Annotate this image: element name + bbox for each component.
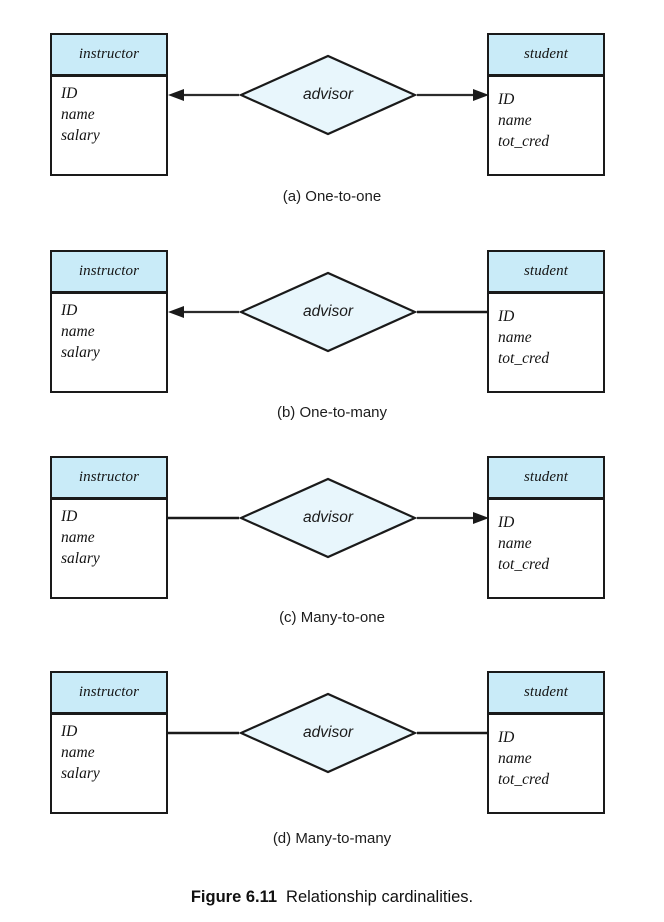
- diagram-many-to-many: instructor ID name salary student ID nam…: [0, 671, 664, 846]
- entity-attribute-list: ID name salary: [52, 715, 166, 784]
- diagram-many-to-one: instructor ID name salary student ID nam…: [0, 456, 664, 631]
- figure-caption-text: Relationship cardinalities.: [286, 888, 474, 906]
- entity-attribute: name: [498, 750, 532, 767]
- figure-caption: Figure 6.11 Relationship cardinalities.: [0, 888, 664, 907]
- entity-attribute-list: ID name salary: [52, 77, 166, 146]
- entity-attribute: ID: [61, 508, 78, 525]
- diagram-caption-c: (c) Many-to-one: [279, 609, 385, 626]
- diagram-caption-b: (b) One-to-many: [276, 404, 388, 421]
- entity-attribute-list: ID name salary: [52, 500, 166, 569]
- entity-attribute: ID: [498, 91, 515, 108]
- entity-attribute: salary: [61, 127, 100, 144]
- entity-title: instructor: [78, 46, 140, 62]
- entity-header-instructor: instructor: [52, 458, 166, 500]
- entity-attribute: ID: [61, 85, 78, 102]
- entity-attribute: tot_cred: [498, 771, 550, 788]
- arrowhead-left-icon: [168, 89, 184, 101]
- entity-attribute: name: [61, 744, 95, 761]
- arrowhead-left-icon: [168, 306, 184, 318]
- figure-number: Figure 6.11: [190, 888, 278, 906]
- entity-attribute: tot_cred: [498, 350, 550, 367]
- entity-attribute-list: ID name tot_cred: [489, 500, 603, 575]
- entity-attribute: tot_cred: [498, 133, 550, 150]
- entity-attribute: ID: [498, 308, 515, 325]
- entity-title: instructor: [78, 684, 140, 700]
- diagram-one-to-one: instructor ID name salary student ID nam…: [0, 33, 664, 208]
- entity-box-student: student ID name tot_cred: [487, 250, 605, 393]
- entity-attribute: salary: [61, 550, 100, 567]
- relationship-diamond-advisor: advisor: [239, 54, 417, 136]
- entity-title: instructor: [78, 263, 140, 279]
- entity-attribute: ID: [61, 302, 78, 319]
- entity-attribute-list: ID name tot_cred: [489, 294, 603, 369]
- entity-box-instructor: instructor ID name salary: [50, 456, 168, 599]
- diagram-caption-d: (d) Many-to-many: [272, 830, 392, 847]
- relationship-diamond-advisor: advisor: [239, 692, 417, 774]
- relationship-diamond-advisor: advisor: [239, 271, 417, 353]
- entity-title: student: [523, 684, 569, 700]
- relationship-diamond-advisor: advisor: [239, 477, 417, 559]
- entity-title: student: [523, 263, 569, 279]
- entity-header-student: student: [489, 252, 603, 294]
- diagram-caption-a: (a) One-to-one: [282, 188, 382, 205]
- entity-attribute: salary: [61, 344, 100, 361]
- entity-attribute: name: [498, 329, 532, 346]
- entity-header-student: student: [489, 458, 603, 500]
- entity-attribute: ID: [498, 729, 515, 746]
- entity-header-instructor: instructor: [52, 252, 166, 294]
- entity-attribute: ID: [498, 514, 515, 531]
- entity-box-student: student ID name tot_cred: [487, 671, 605, 814]
- entity-attribute: name: [498, 535, 532, 552]
- entity-attribute: name: [498, 112, 532, 129]
- entity-attribute: name: [61, 106, 95, 123]
- entity-attribute: tot_cred: [498, 556, 550, 573]
- entity-title: student: [523, 469, 569, 485]
- entity-box-instructor: instructor ID name salary: [50, 250, 168, 393]
- entity-box-instructor: instructor ID name salary: [50, 33, 168, 176]
- entity-attribute: ID: [61, 723, 78, 740]
- entity-header-instructor: instructor: [52, 673, 166, 715]
- entity-title: student: [523, 46, 569, 62]
- entity-header-student: student: [489, 673, 603, 715]
- entity-box-student: student ID name tot_cred: [487, 33, 605, 176]
- entity-attribute: name: [61, 323, 95, 340]
- entity-box-instructor: instructor ID name salary: [50, 671, 168, 814]
- entity-attribute: name: [61, 529, 95, 546]
- entity-attribute-list: ID name tot_cred: [489, 715, 603, 790]
- diagram-one-to-many: instructor ID name salary student ID nam…: [0, 250, 664, 425]
- entity-attribute-list: ID name salary: [52, 294, 166, 363]
- entity-attribute: salary: [61, 765, 100, 782]
- entity-header-student: student: [489, 35, 603, 77]
- entity-box-student: student ID name tot_cred: [487, 456, 605, 599]
- entity-header-instructor: instructor: [52, 35, 166, 77]
- entity-title: instructor: [78, 469, 140, 485]
- entity-attribute-list: ID name tot_cred: [489, 77, 603, 152]
